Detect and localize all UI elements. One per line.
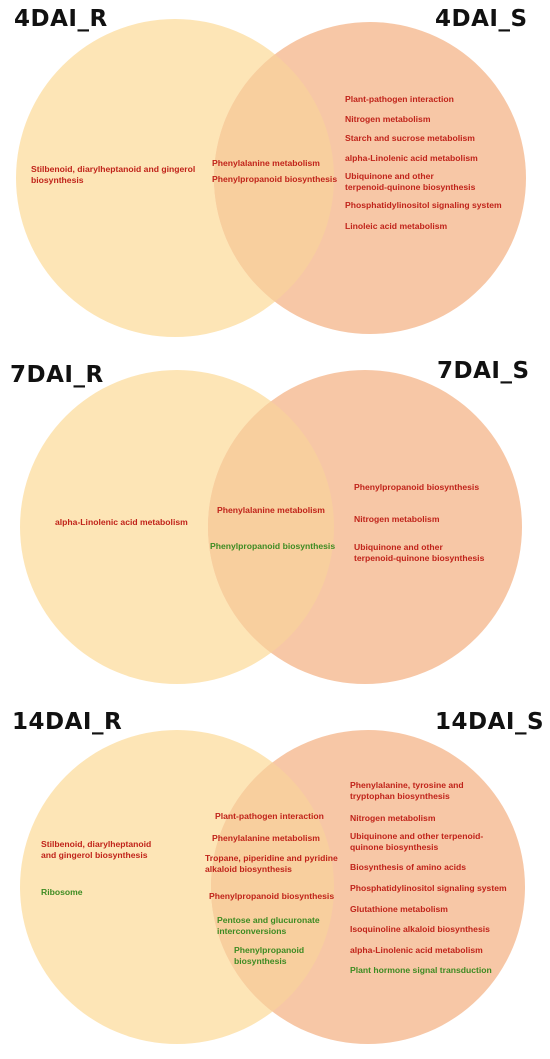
right-only-term: Nitrogen metabolism: [350, 813, 436, 823]
venn-panel-1: 4DAI_R 4DAI_S Stilbenoid, diarylheptanoid …: [0, 0, 550, 350]
right-only-term: Biosynthesis of amino acids: [350, 862, 467, 872]
right-set-label: 4DAI_S: [435, 6, 528, 32]
venn-panel-3: 14DAI_R 14DAI_S Stilbenoid, diarylheptanoi…: [0, 698, 550, 1059]
left-set-label: 14DAI_R: [12, 709, 123, 735]
left-set-label: 4DAI_R: [14, 6, 108, 32]
right-only-term: Plant hormone signal transduction: [350, 965, 492, 975]
overlap-region: [211, 730, 334, 1044]
left-only-term: alpha-Linolenic acid metabolism: [55, 517, 188, 527]
right-set-label: 7DAI_S: [437, 358, 530, 384]
right-only-term: Nitrogen metabolism: [345, 114, 431, 124]
shared-term: Phenylalanine metabolism: [217, 505, 325, 515]
right-only-term: Phenylpropanoid biosynthesis: [354, 482, 480, 492]
right-only-term: Nitrogen metabolism: [354, 514, 440, 524]
right-set-label: 14DAI_S: [435, 709, 545, 735]
venn-panel-2: 7DAI_R 7DAI_S alpha-Linolenic acid metabol…: [0, 352, 550, 690]
right-only-term: Linoleic acid metabolism: [345, 221, 448, 231]
right-only-term: alpha-Linolenic acid metabolism: [345, 153, 478, 163]
left-only-term: Stilbenoid, diarylheptanoid and gingerol…: [31, 164, 196, 185]
right-only-term: Isoquinoline alkaloid biosynthesis: [350, 924, 490, 934]
shared-term: Plant-pathogen interaction: [215, 811, 324, 821]
shared-term: Phenylpropanoid biosynthesis: [212, 174, 338, 184]
left-set-label: 7DAI_R: [10, 362, 104, 388]
venn-diagram: [16, 19, 526, 337]
shared-term: Phenylpropanoid biosynthesis: [209, 891, 335, 901]
right-only-term: alpha-Linolenic acid metabolism: [350, 945, 483, 955]
right-only-term: Starch and sucrose metabolism: [345, 133, 475, 143]
shared-term: Phenylpropanoid biosynthesis: [210, 541, 336, 551]
left-only-term: Ribosome: [41, 887, 83, 897]
venn-diagram: [20, 730, 525, 1044]
right-only-term: Ubiquinone and other terpenoid-quinone b…: [350, 831, 484, 852]
right-only-term: Phosphatidylinositol signaling system: [345, 200, 502, 210]
overlap-region: [214, 22, 334, 334]
venn-diagram: [20, 370, 522, 684]
right-only-term: Plant-pathogen interaction: [345, 94, 454, 104]
shared-term: Phenylalanine metabolism: [212, 833, 320, 843]
right-only-term: Glutathione metabolism: [350, 904, 448, 914]
right-only-term: Phosphatidylinositol signaling system: [350, 883, 507, 893]
shared-term: Phenylalanine metabolism: [212, 158, 320, 168]
overlap-region: [208, 370, 334, 684]
